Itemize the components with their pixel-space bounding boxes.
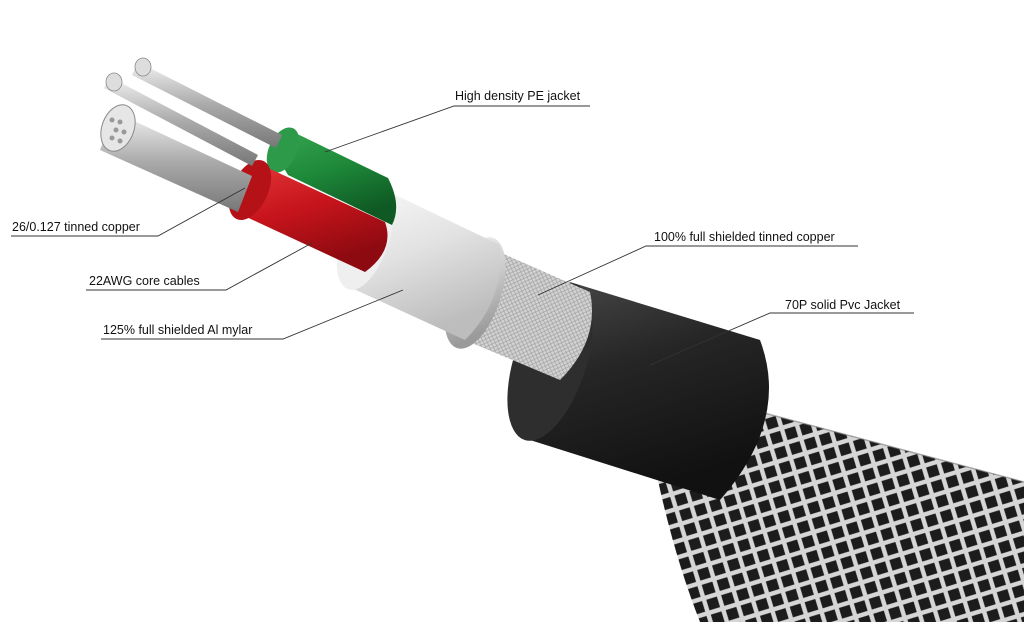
leader-line-core-cables [86, 242, 313, 291]
leader-line-pvc-jacket [649, 312, 914, 366]
label-full-shield: 100% full shielded tinned copper [654, 230, 835, 244]
label-core-cables: 22AWG core cables [89, 274, 200, 288]
label-tinned-copper: 26/0.127 tinned copper [12, 220, 140, 234]
leader-line-pe-jacket [324, 105, 590, 153]
copper-strands [100, 57, 282, 212]
leader-line-tinned-copper [11, 187, 246, 237]
label-pe-jacket: High density PE jacket [455, 89, 581, 103]
label-al-mylar: 125% full shielded Al mylar [103, 323, 253, 337]
label-pvc-jacket: 70P solid Pvc Jacket [785, 298, 901, 312]
leader-line-full-shield [537, 245, 858, 296]
leader-line-al-mylar [101, 289, 404, 340]
leader-lines [11, 105, 914, 366]
